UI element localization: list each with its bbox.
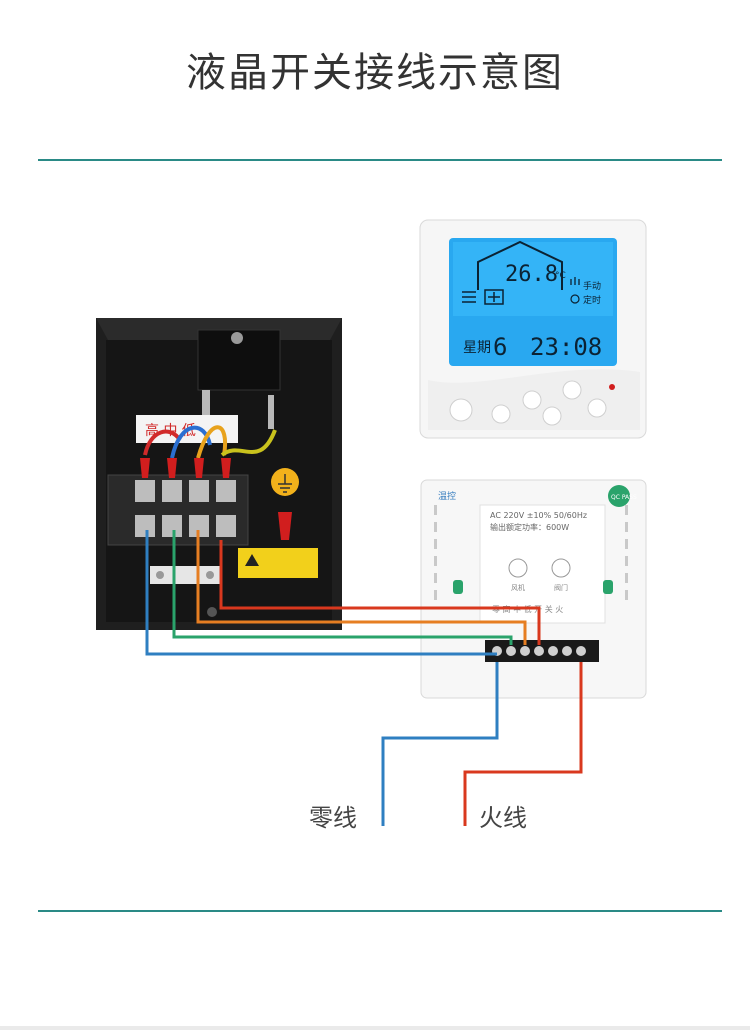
- fan-icon: [484, 289, 504, 305]
- thermostat-button-3[interactable]: [522, 390, 542, 410]
- wire-orange-mid: [196, 530, 527, 645]
- lcd-temperature-unit: °C: [555, 271, 566, 281]
- junction-box: 高 中 低: [96, 318, 342, 630]
- clock-icon: [570, 294, 580, 304]
- spec-line-2: 输出额定功率：600W: [490, 522, 569, 532]
- wire-green-low: [172, 530, 513, 645]
- thermostat-back: 温控 QC PASS AC 220V ±10% 50/60Hz 输出额定功率：6…: [420, 479, 647, 699]
- bottom-strip: [0, 1026, 750, 1030]
- top-divider: [38, 159, 722, 161]
- back-brand: 温控: [438, 490, 456, 502]
- page-title: 液晶开关接线示意图: [186, 50, 564, 96]
- wire-blue-out: [381, 662, 499, 826]
- thermostat-front: 26.8 °C 手动 定时 星期 6 23:08: [419, 219, 647, 439]
- neutral-wire-label: 零线: [309, 804, 357, 832]
- status-led: [609, 384, 615, 390]
- qc-badge: [608, 485, 630, 507]
- thermostat-button-1[interactable]: [449, 398, 473, 422]
- lcd-clock: 23:08: [530, 333, 602, 361]
- thermostat-button-4[interactable]: [542, 406, 562, 426]
- wire-red-out: [463, 662, 583, 826]
- terminal-screws-top: [135, 480, 236, 502]
- thermostat-button-6[interactable]: [587, 398, 607, 418]
- valve-circle-label: 阀门: [554, 583, 568, 592]
- thermostat-button-2[interactable]: [491, 404, 511, 424]
- wave-icon: [462, 291, 476, 303]
- wires: [145, 530, 583, 826]
- timer-label: 定时: [583, 294, 601, 306]
- live-wire-label: 火线: [479, 804, 527, 832]
- bottom-divider: [38, 910, 722, 912]
- wire-blue-neutral: [145, 530, 497, 656]
- hand-icon: [570, 277, 580, 285]
- thermostat-button-5[interactable]: [562, 380, 582, 400]
- manual-label: 手动: [583, 280, 601, 292]
- qc-badge-text: QC PASS: [611, 494, 637, 501]
- spec-line-1: AC 220V ±10% 50/60Hz: [490, 511, 587, 520]
- weekday-label: 星期: [463, 340, 491, 356]
- fan-circle-label: 风机: [511, 583, 525, 592]
- lcd-temperature: 26.8: [505, 262, 558, 287]
- weekday-value: 6: [493, 333, 507, 361]
- terminal-screws-bottom: [135, 515, 236, 537]
- wire-red-high: [219, 540, 541, 645]
